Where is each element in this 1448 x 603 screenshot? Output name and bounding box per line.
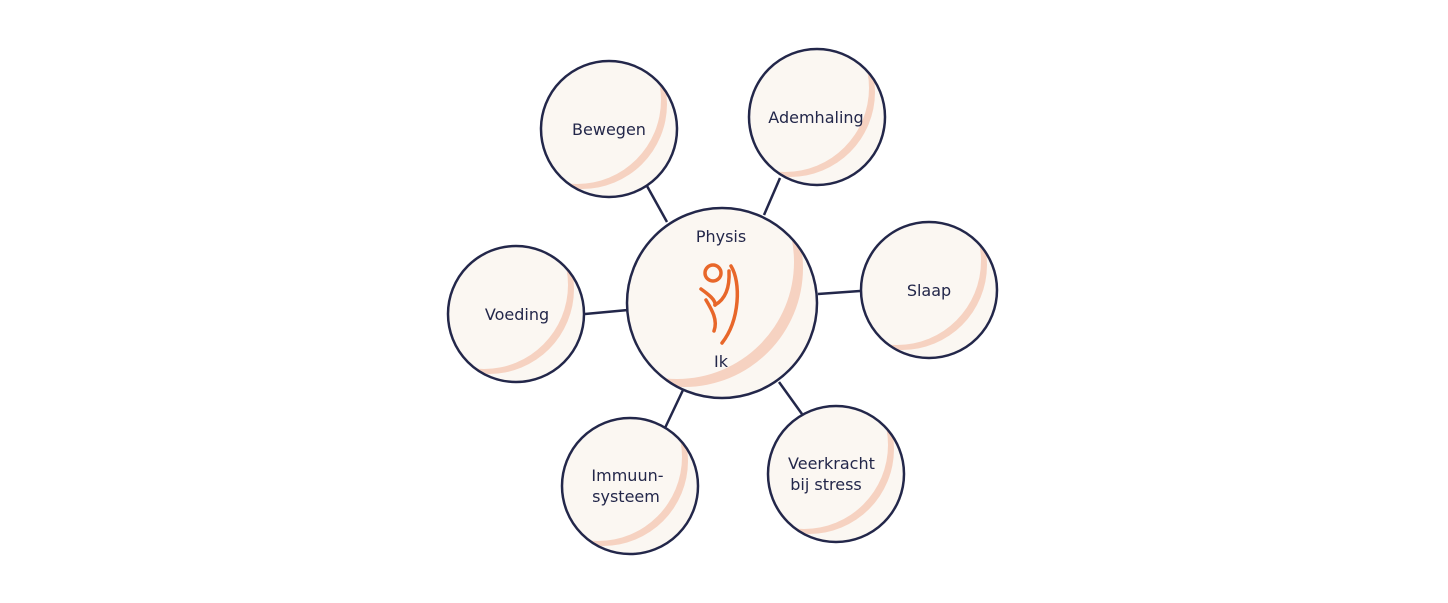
node-slaap: Slaap — [859, 220, 999, 360]
connector-ademhaling — [762, 177, 782, 216]
node-label-line: bij stress — [790, 475, 861, 494]
node-immuunsysteem: Immuun- systeem — [560, 416, 700, 556]
node-label-slaap: Slaap — [907, 281, 951, 300]
person-figure-icon — [699, 263, 740, 345]
connector-lines — [584, 177, 861, 429]
node-label-line: Slaap — [907, 281, 951, 300]
node-label-line: Veerkracht — [788, 454, 875, 473]
node-label-voeding: Voeding — [485, 305, 549, 324]
node-label-line: Voeding — [485, 305, 549, 324]
node-label-ademhaling: Ademhaling — [768, 108, 863, 127]
node-label-bewegen: Bewegen — [572, 120, 646, 139]
node-label-veerkracht: Veerkracht bij stress — [788, 454, 880, 494]
node-label-immuunsysteem: Immuun- systeem — [591, 466, 668, 506]
connector-veerkracht — [777, 381, 804, 415]
connector-slaap — [817, 289, 861, 296]
node-voeding: Voeding — [446, 244, 586, 384]
node-ademhaling: Ademhaling — [747, 47, 887, 187]
center-label: Ik — [714, 352, 729, 371]
node-bewegen: Bewegen — [539, 59, 679, 199]
connector-immuunsysteem — [663, 389, 685, 429]
node-label-line: systeem — [592, 487, 660, 506]
connector-bewegen — [645, 185, 669, 223]
node-label-line: Immuun- — [591, 466, 663, 485]
node-label-line: Bewegen — [572, 120, 646, 139]
connector-voeding — [584, 308, 629, 316]
center-title: Physis — [696, 227, 746, 246]
node-label-line: Ademhaling — [768, 108, 863, 127]
